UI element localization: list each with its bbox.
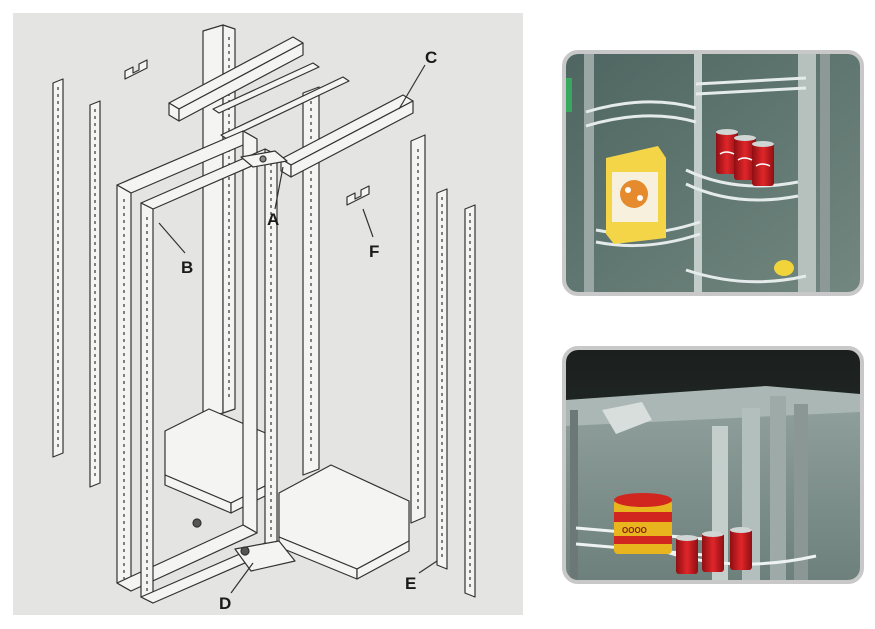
callout-label-e: E (405, 574, 416, 593)
clip-bracket-top-left (124, 59, 148, 80)
side-rail-right-outer (464, 204, 476, 598)
svg-text:OOOO: OOOO (622, 526, 647, 535)
callout-label-a: A (267, 210, 279, 229)
callout-line-d (230, 562, 254, 594)
callout-line-f (362, 208, 374, 238)
lower-shelf-right (278, 464, 410, 580)
soda-cans (716, 129, 774, 186)
top-cross-arm-back (168, 36, 304, 122)
top-link-bar (212, 62, 350, 140)
fruit-item (774, 260, 794, 276)
side-rail-left-inner (89, 100, 101, 488)
exploded-view-drawing: A B C D E F (52, 24, 476, 613)
cookie-tin: OOOO (614, 493, 672, 554)
assembly-diagram: A B C D E F (13, 13, 523, 615)
callout-label-b: B (181, 258, 193, 277)
bottom-pivot-bracket (192, 518, 296, 572)
callout-label-f: F (369, 242, 379, 261)
top-pivot-hinge (240, 150, 288, 168)
front-door-frame-outer (116, 130, 258, 592)
photo-pantry-baskets (562, 50, 864, 296)
back-upright-frame (202, 24, 426, 524)
clip-bracket-f (346, 185, 370, 206)
callout-line-e (418, 560, 438, 574)
front-door-frame-inner (140, 148, 278, 604)
top-cross-arm-front (280, 94, 414, 178)
callout-line-a (274, 166, 284, 210)
photo-pantry-frame: OOOO (562, 346, 864, 584)
callout-line-b (158, 222, 186, 254)
frame-photo-illustration: OOOO (566, 350, 860, 580)
callout-label-c: C (425, 48, 437, 67)
callout-label-d: D (219, 594, 231, 613)
side-rail-left-outer (52, 78, 64, 458)
side-rail-right-inner (436, 188, 448, 570)
callout-line-c (398, 64, 426, 110)
basket-photo-illustration (566, 54, 860, 292)
lower-shelf-left (164, 408, 276, 514)
cereal-box (606, 146, 666, 244)
soda-cans-bottom (676, 527, 752, 574)
